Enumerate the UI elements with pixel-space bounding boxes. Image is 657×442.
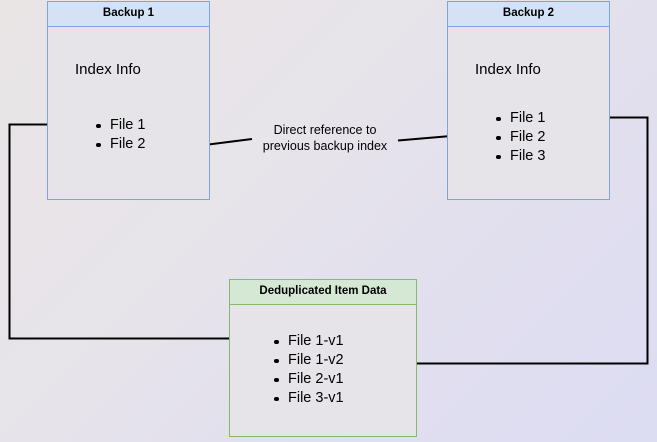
annotation-direct-reference-line-2: previous backup index [262, 139, 388, 153]
node-backup-1-index-label: Index Info [75, 60, 141, 78]
list-item: File 2-v1 [273, 370, 344, 389]
node-backup-1-file-list: File 1 File 2 [95, 116, 145, 154]
edge-backup2-file1-to-dedup [375, 116, 649, 368]
annotation-direct-reference: Direct reference to previous backup inde… [245, 122, 405, 154]
node-deduplicated-item-data-body: File 1-v1 File 1-v2 File 2-v1 File 3-v1 [230, 305, 416, 439]
list-item: File 2 [95, 135, 145, 154]
list-item: File 2 [495, 128, 545, 147]
list-item: File 3 [495, 147, 545, 166]
node-backup-2-body: Index Info File 1 File 2 File 3 [448, 27, 609, 202]
annotation-direct-reference-line-1: Direct reference to [273, 123, 377, 137]
list-item: File 1-v2 [273, 351, 344, 370]
node-backup-1-title: Backup 1 [48, 2, 209, 27]
node-backup-1[interactable]: Backup 1 Index Info File 1 File 2 [47, 1, 210, 200]
list-item: File 3-v1 [273, 389, 344, 408]
node-deduplicated-item-data-title: Deduplicated Item Data [230, 280, 416, 305]
node-backup-2-title: Backup 2 [448, 2, 609, 27]
node-deduplicated-item-data-file-list: File 1-v1 File 1-v2 File 2-v1 File 3-v1 [273, 332, 344, 408]
node-backup-2-index-label: Index Info [475, 60, 541, 78]
list-item: File 1-v1 [273, 332, 344, 351]
node-deduplicated-item-data[interactable]: Deduplicated Item Data File 1-v1 File 1-… [229, 279, 417, 437]
list-item: File 1 [495, 109, 545, 128]
node-backup-2[interactable]: Backup 2 Index Info File 1 File 2 File 3 [447, 1, 610, 200]
node-backup-1-body: Index Info File 1 File 2 [48, 27, 209, 202]
node-backup-2-file-list: File 1 File 2 File 3 [495, 109, 545, 166]
list-item: File 1 [95, 116, 145, 135]
